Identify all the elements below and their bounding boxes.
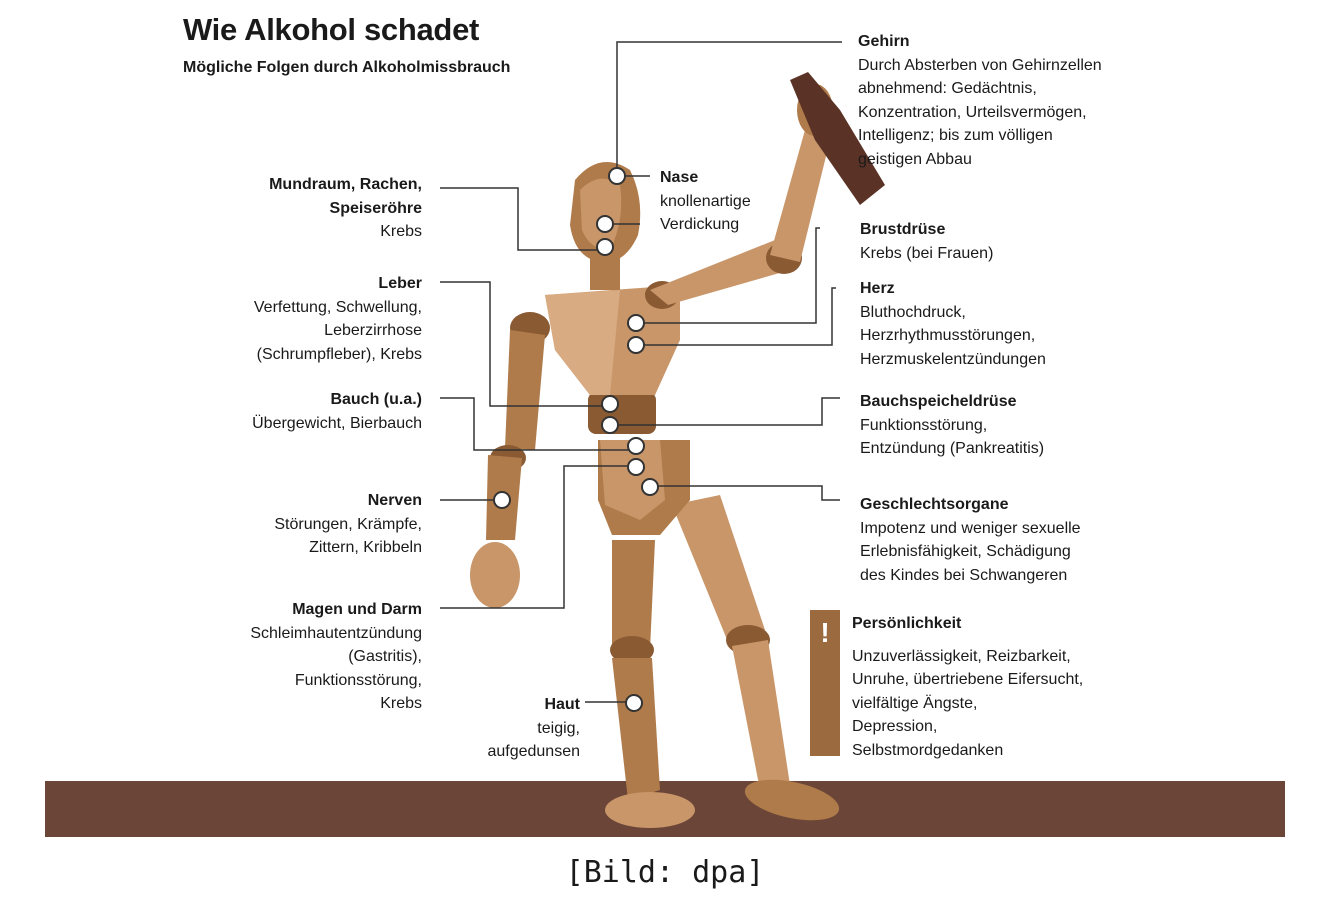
- marker-bauch: [627, 437, 645, 455]
- marker-brustdruese: [627, 314, 645, 332]
- marker-gehirn: [608, 167, 626, 185]
- right-arm: [645, 84, 833, 309]
- label-gehirn: Gehirn Durch Absterben von Gehirnzellen …: [858, 30, 1198, 171]
- label-heading: Brustdrüse: [860, 221, 946, 238]
- label-text: Bluthochdruck, Herzrhythmusstörungen, He…: [860, 303, 1046, 368]
- left-leg: [605, 540, 695, 828]
- label-text: Störungen, Krämpfe, Zittern, Kribbeln: [274, 515, 422, 557]
- label-heading: Herz: [860, 280, 895, 297]
- label-heading: Haut: [544, 696, 580, 713]
- marker-nase: [596, 215, 614, 233]
- label-nase: Nase knollenartige Verdickung: [660, 166, 820, 237]
- label-heading: Mundraum, Rachen, Speiseröhre: [269, 176, 422, 217]
- waist: [588, 392, 656, 434]
- label-nerven: Nerven Störungen, Krämpfe, Zittern, Krib…: [180, 489, 422, 560]
- label-text: Krebs (bei Frauen): [860, 244, 994, 262]
- markers: [493, 167, 659, 712]
- page-title: Wie Alkohol schadet: [183, 12, 480, 47]
- label-leber: Leber Verfettung, Schwellung, Leberzirrh…: [180, 272, 422, 366]
- label-heading: Nerven: [367, 492, 422, 509]
- marker-nerven: [493, 491, 511, 509]
- label-heading: Persönlichkeit: [852, 615, 962, 632]
- personality-bar: [810, 610, 840, 756]
- label-heading: Leber: [378, 275, 422, 292]
- label-text: Übergewicht, Bierbauch: [252, 414, 422, 432]
- marker-haut: [625, 694, 643, 712]
- label-text: Unzuverlässigkeit, Reizbarkeit, Unruhe, …: [852, 647, 1084, 759]
- label-bauch: Bauch (u.a.) Übergewicht, Bierbauch: [180, 388, 422, 435]
- label-text: Impotenz und weniger sexuelle Erlebnisfä…: [860, 519, 1081, 584]
- label-persoenlichkeit: Persönlichkeit Unzuverlässigkeit, Reizba…: [852, 612, 1152, 762]
- label-magen: Magen und Darm Schleimhautentzündung (Ga…: [180, 598, 422, 716]
- bottle: [790, 72, 885, 205]
- label-herz: Herz Bluthochdruck, Herzrhythmusstörunge…: [860, 277, 1140, 371]
- label-text: Durch Absterben von Gehirnzellen abnehme…: [858, 56, 1102, 168]
- label-heading: Magen und Darm: [292, 601, 422, 618]
- label-heading: Nase: [660, 169, 699, 186]
- marker-leber: [601, 395, 619, 413]
- label-geschlechtsorgane: Geschlechtsorgane Impotenz und weniger s…: [860, 493, 1160, 587]
- label-text: knollenartige Verdickung: [660, 192, 751, 234]
- label-text: teigig, aufgedunsen: [487, 719, 580, 761]
- marker-mundraum: [596, 238, 614, 256]
- label-text: Verfettung, Schwellung, Leberzirrhose (S…: [253, 298, 422, 363]
- marker-herz: [627, 336, 645, 354]
- image-caption: [Bild: dpa]: [565, 855, 765, 890]
- label-mundraum: Mundraum, Rachen, Speiseröhre Krebs: [180, 173, 422, 244]
- marker-geschlechtsorgane: [641, 478, 659, 496]
- label-haut: Haut teigig, aufgedunsen: [440, 693, 580, 764]
- page-subtitle: Mögliche Folgen durch Alkoholmissbrauch: [183, 59, 511, 76]
- label-bauchspeicheldruese: Bauchspeicheldrüse Funktionsstörung, Ent…: [860, 390, 1140, 461]
- label-brustdruese: Brustdrüse Krebs (bei Frauen): [860, 218, 1120, 265]
- label-heading: Bauchspeicheldrüse: [860, 393, 1017, 410]
- label-text: Schleimhautentzündung (Gastritis), Funkt…: [250, 624, 422, 713]
- left-arm: [470, 312, 550, 608]
- right-leg: [672, 495, 840, 821]
- label-heading: Bauch (u.a.): [330, 391, 422, 408]
- label-text: Krebs: [380, 223, 422, 240]
- label-heading: Geschlechtsorgane: [860, 496, 1009, 513]
- marker-magen: [627, 458, 645, 476]
- warning-icon: !: [820, 617, 830, 648]
- label-heading: Gehirn: [858, 33, 910, 50]
- label-text: Funktionsstörung, Entzündung (Pankreatit…: [860, 416, 1045, 458]
- marker-bauchspeicheldruese: [601, 416, 619, 434]
